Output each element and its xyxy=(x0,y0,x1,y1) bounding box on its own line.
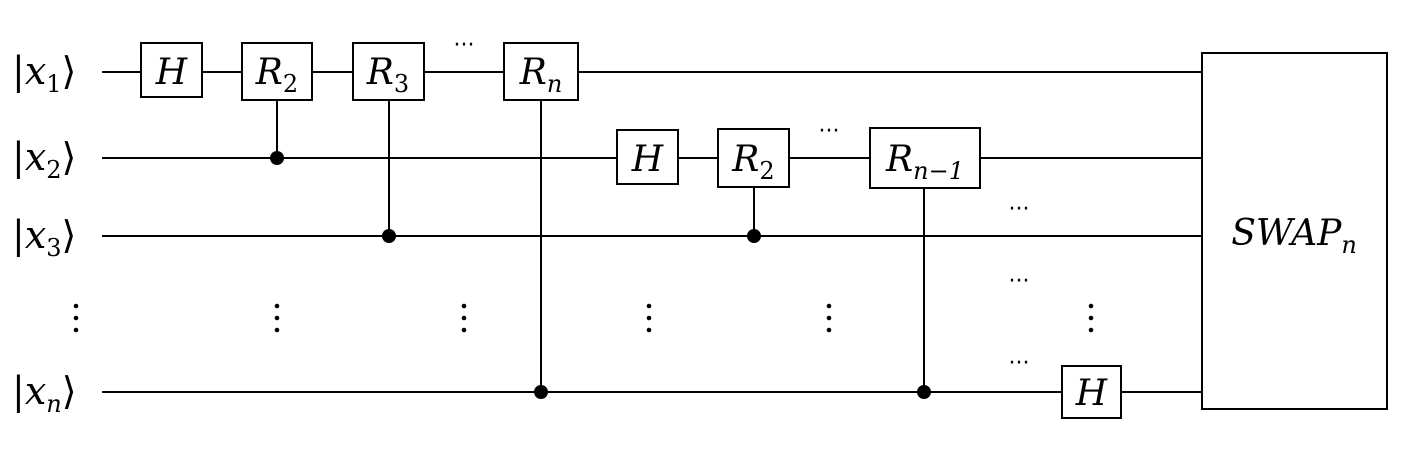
input-ket-xn: |xn⟩ xyxy=(12,369,77,418)
control-dot xyxy=(917,385,931,399)
control-dot xyxy=(747,229,761,243)
control-dot xyxy=(382,229,396,243)
input-ket-x3: |x3⟩ xyxy=(12,213,76,262)
gate-label: H xyxy=(155,52,188,93)
vertical-ellipsis xyxy=(73,303,79,333)
control-dots xyxy=(270,151,931,399)
wires xyxy=(102,71,1202,393)
input-ket-x2: |x2⟩ xyxy=(12,135,76,184)
gate-label: H xyxy=(1075,373,1108,414)
gate-rn-x1: Rn xyxy=(503,42,579,101)
gate-label: Rn xyxy=(519,52,563,98)
gate-label: Rn−1 xyxy=(885,139,964,185)
ellipsis: ··· xyxy=(454,33,475,58)
gate-r3-x1: R3 xyxy=(352,42,425,101)
gate-r2-x1: R2 xyxy=(241,42,313,101)
gate-label: R3 xyxy=(366,52,409,98)
vertical-ellipsis xyxy=(826,303,832,333)
ellipsis: ··· xyxy=(1009,197,1030,222)
gate-label: R2 xyxy=(255,52,298,98)
gate-rn1-x2: Rn−1 xyxy=(869,127,981,189)
control-dot xyxy=(270,151,284,165)
vertical-ellipsis xyxy=(274,303,280,333)
gate-r2-x2: R2 xyxy=(717,128,790,188)
input-labels: |x1⟩ |x2⟩ |x3⟩ |xn⟩ xyxy=(12,49,77,418)
gate-label: R2 xyxy=(731,139,774,185)
ellipsis: ··· xyxy=(1009,351,1030,376)
swap-label: SWAPn xyxy=(1231,213,1357,259)
control-lines xyxy=(276,100,925,392)
gate-label: H xyxy=(631,139,664,180)
control-dot xyxy=(534,385,548,399)
vertical-ellipsis xyxy=(1088,303,1094,333)
swap-gate: SWAPn xyxy=(1201,52,1388,410)
gate-h-x1: H xyxy=(140,42,203,98)
gate-h-xn: H xyxy=(1061,365,1122,419)
vertical-ellipsis xyxy=(646,303,652,333)
gate-h-x2: H xyxy=(616,129,679,185)
input-ket-x1: |x1⟩ xyxy=(12,49,76,98)
ellipsis: ··· xyxy=(819,119,840,144)
vertical-ellipsis xyxy=(461,303,467,333)
vertical-ellipses xyxy=(73,303,1094,333)
ellipsis: ··· xyxy=(1009,269,1030,294)
